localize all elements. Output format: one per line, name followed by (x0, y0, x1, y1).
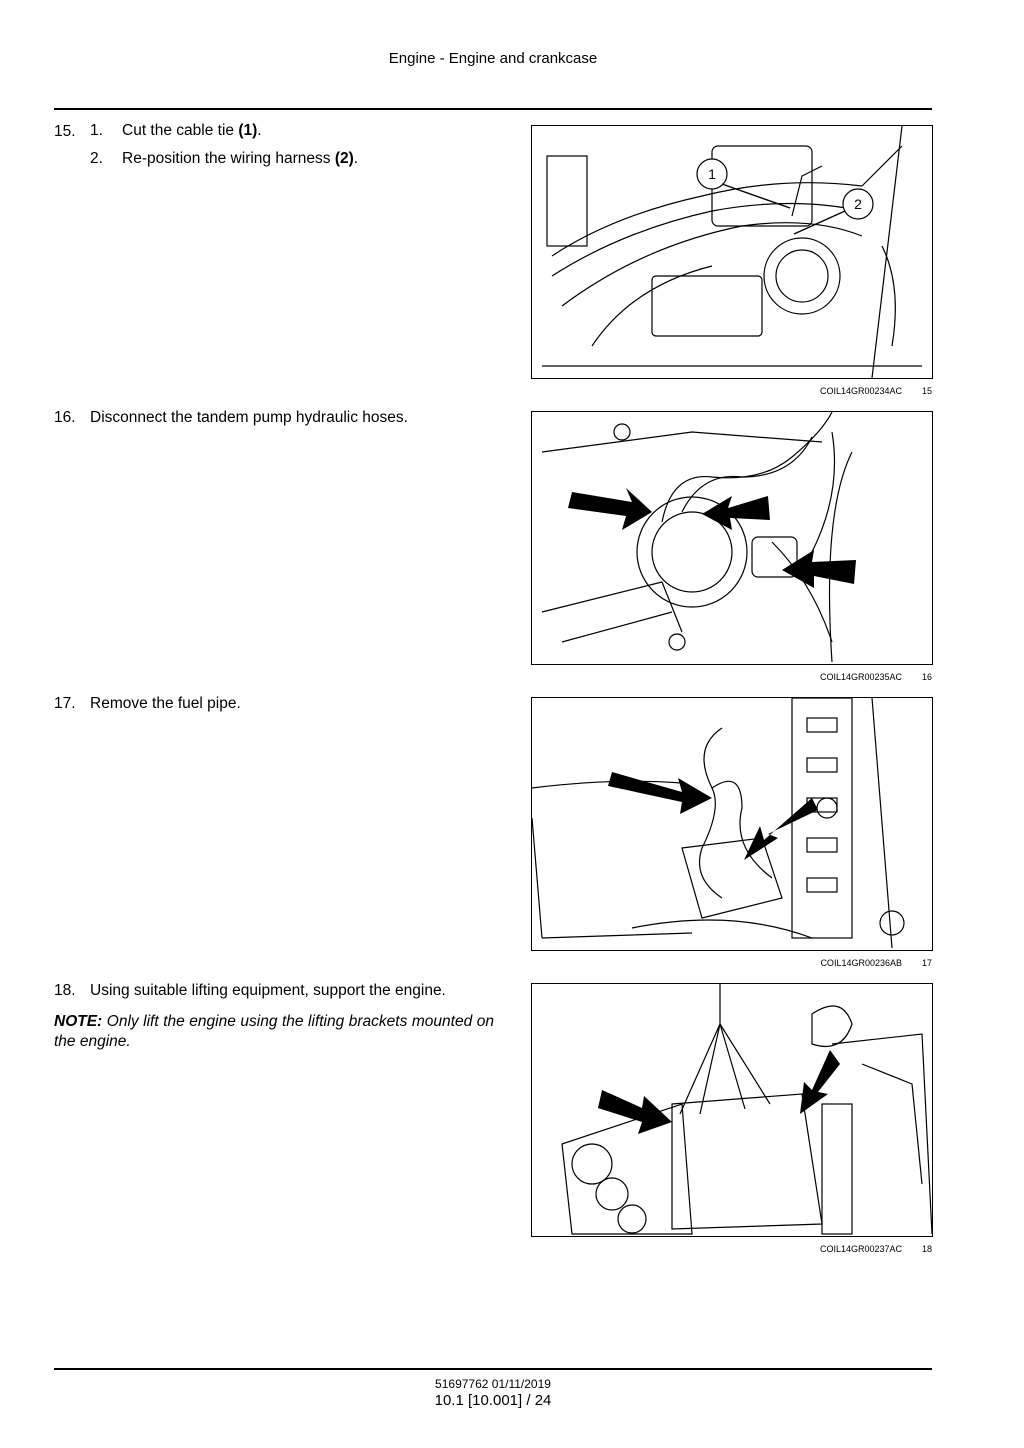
step-18: 18.Using suitable lifting equipment, sup… (54, 982, 446, 999)
footer-document-id: 51697762 01/11/2019 (435, 1377, 551, 1391)
page-header-title: Engine - Engine and crankcase (388, 50, 598, 67)
footer-page-number: 10.1 [10.001] / 24 (434, 1392, 552, 1409)
step-15-substep-1: 1.Cut the cable tie (1). (90, 122, 262, 139)
step-16: 16.Disconnect the tandem pump hydraulic … (54, 409, 408, 426)
figure-16-illustration (531, 411, 933, 665)
step-17: 17.Remove the fuel pipe. (54, 695, 241, 712)
figure-15-illustration: 1 2 (531, 125, 933, 379)
callout-2: 2 (854, 196, 862, 212)
step-18-note: NOTE: Only lift the engine using the lif… (54, 1013, 494, 1050)
step-15-substep-2: 2.Re-position the wiring harness (2). (90, 150, 359, 167)
figure-17-illustration (531, 697, 933, 951)
step-15-number: 15. (54, 123, 76, 140)
figure-18-illustration (531, 983, 933, 1237)
header-rule (54, 108, 932, 110)
footer-rule (54, 1368, 932, 1370)
callout-1: 1 (708, 166, 716, 182)
